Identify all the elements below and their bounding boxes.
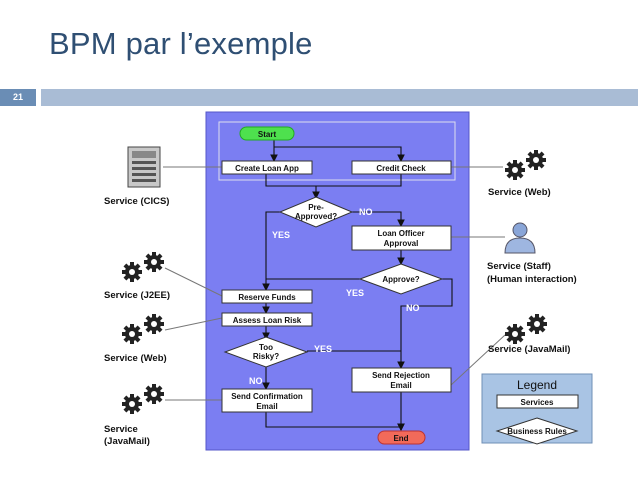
approve-decision — [358, 263, 444, 295]
service-staff-line1: Service (Staff) — [487, 261, 551, 272]
gear-icon-j2ee — [122, 252, 164, 282]
service-cics-label: Service (CICS) — [104, 196, 169, 207]
pre-approved-line2: Approved? — [295, 212, 337, 221]
reserve-funds-box — [221, 289, 313, 304]
start-node — [239, 126, 295, 141]
service-web-mid-label: Service (Web) — [104, 353, 167, 364]
legend-title: Legend — [517, 378, 557, 392]
legend-services-label: Services — [521, 398, 554, 407]
yes-label-pre-approved: YES — [272, 230, 290, 240]
legend-rules-label: Business Rules — [507, 427, 567, 436]
yes-label-approve: YES — [346, 288, 364, 298]
pre-approved-decision — [278, 196, 354, 228]
loan-officer-approval-box — [351, 225, 452, 251]
too-risky-line1: Too — [259, 343, 273, 352]
legend-services-box — [496, 394, 579, 409]
credit-check-box — [351, 160, 452, 175]
no-label-too-risky: NO — [249, 376, 263, 386]
no-label-pre-approved: NO — [359, 207, 373, 217]
gear-icon-web-top — [505, 150, 546, 180]
gear-icon-javamail-right — [505, 314, 547, 344]
start-group-frame — [218, 121, 456, 181]
pre-approved-line1: Pre- — [308, 203, 324, 212]
create-loan-app-label: Create Loan App — [235, 164, 299, 173]
end-node — [377, 430, 426, 445]
reserve-funds-label: Reserve Funds — [238, 293, 296, 302]
create-loan-app-box — [221, 160, 313, 175]
too-risky-decision — [223, 336, 309, 368]
service-j2ee-label: Service (J2EE) — [104, 290, 170, 301]
yes-label-too-risky: YES — [314, 344, 332, 354]
legend-rules-diamond — [495, 417, 579, 445]
service-web-top-label: Service (Web) — [488, 187, 551, 198]
gear-icon-javamail-left — [122, 384, 164, 414]
approve-label: Approve? — [382, 275, 419, 284]
no-label-approve: NO — [406, 303, 420, 313]
person-icon — [504, 222, 536, 254]
send-rejection-box — [351, 367, 452, 393]
start-label: Start — [258, 130, 277, 139]
send-rejection-line1: Send Rejection — [372, 371, 430, 380]
send-confirmation-box — [221, 388, 313, 413]
credit-check-label: Credit Check — [376, 164, 426, 173]
service-javamail-left-line1: Service — [104, 424, 138, 435]
gear-icon-web-mid — [122, 314, 164, 344]
service-javamail-left-line2: (JavaMail) — [104, 436, 150, 447]
header-bar — [41, 89, 638, 106]
page-number: 21 — [0, 89, 36, 106]
server-icon — [127, 146, 161, 188]
end-label: End — [393, 434, 408, 443]
slide-title: BPM par l’exemple — [49, 26, 313, 61]
assess-loan-risk-label: Assess Loan Risk — [233, 316, 302, 325]
loan-officer-line1: Loan Officer — [377, 229, 424, 238]
loan-officer-line2: Approval — [384, 239, 419, 248]
send-rejection-line2: Email — [390, 381, 411, 390]
service-staff-line2: (Human interaction) — [487, 274, 577, 285]
too-risky-line2: Risky? — [253, 352, 279, 361]
send-confirmation-line1: Send Confirmation — [231, 392, 303, 401]
service-javamail-right-label: Service (JavaMail) — [488, 344, 570, 355]
assess-loan-risk-box — [221, 312, 313, 327]
send-confirmation-line2: Email — [256, 402, 277, 411]
